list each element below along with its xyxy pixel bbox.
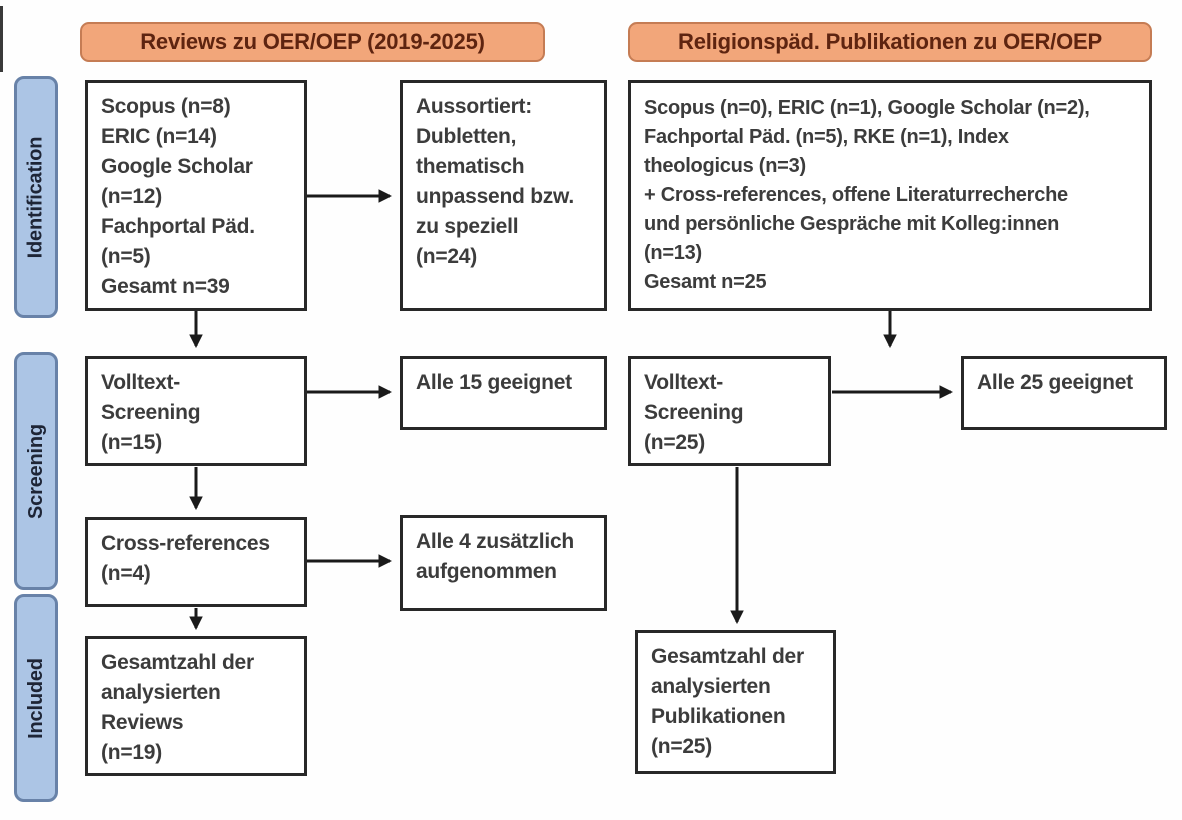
box-left-included-total: Gesamtzahl der analysierten Reviews (n=1… xyxy=(85,636,307,776)
stage-tab-screening: Screening xyxy=(14,352,58,590)
box-left-excluded: Aussortiert: Dubletten, thematisch unpas… xyxy=(400,80,607,311)
box-left-cross-references: Cross-references (n=4) xyxy=(85,517,307,607)
page-edge-artifact xyxy=(0,6,3,72)
stage-label-identification: Identification xyxy=(24,136,47,258)
stage-tab-identification: Identification xyxy=(14,76,58,318)
column-header-religionspaed: Religionspäd. Publikationen zu OER/OEP xyxy=(628,22,1152,62)
column-header-reviews: Reviews zu OER/OEP (2019-2025) xyxy=(80,22,545,62)
stage-label-screening: Screening xyxy=(24,423,47,519)
box-right-fulltext-screening: Volltext- Screening (n=25) xyxy=(628,356,831,466)
box-left-screening-result: Alle 15 geeignet xyxy=(400,356,607,430)
stage-tab-included: Included xyxy=(14,594,58,802)
box-right-included-total: Gesamtzahl der analysierten Publikatione… xyxy=(635,630,836,774)
box-left-cross-references-result: Alle 4 zusätzlich aufgenommen xyxy=(400,515,607,611)
box-left-identification: Scopus (n=8) ERIC (n=14) Google Scholar … xyxy=(85,80,307,311)
box-right-screening-result: Alle 25 geeignet xyxy=(961,356,1167,430)
stage-label-included: Included xyxy=(24,657,47,739)
box-right-identification: Scopus (n=0), ERIC (n=1), Google Scholar… xyxy=(628,80,1152,311)
box-left-fulltext-screening: Volltext- Screening (n=15) xyxy=(85,356,307,466)
